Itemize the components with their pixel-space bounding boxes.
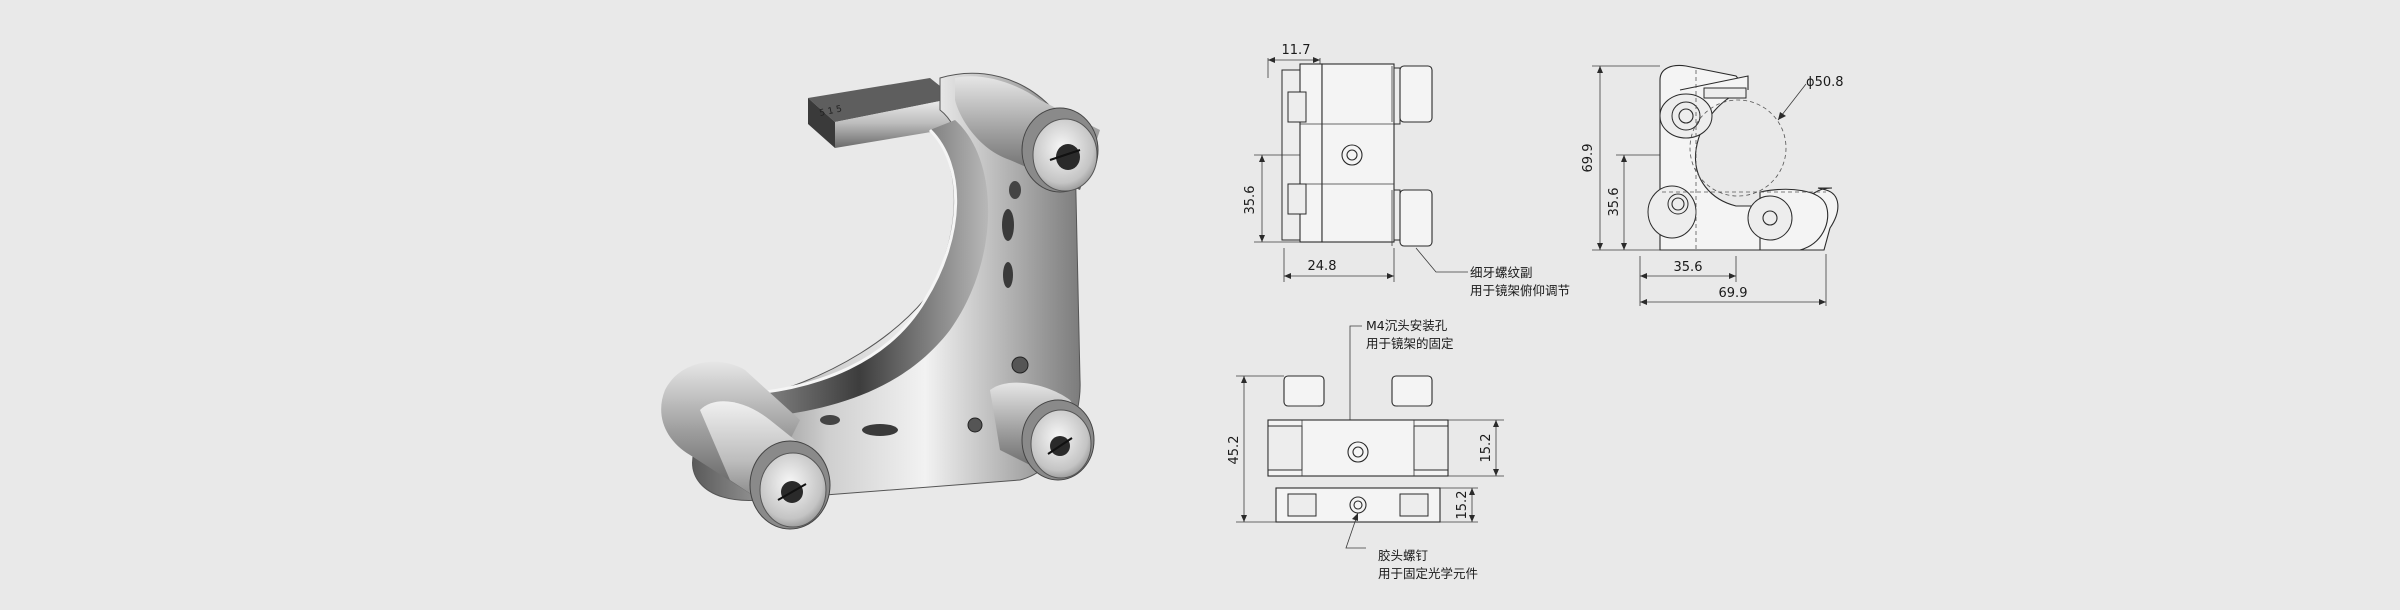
dim-front-diameter: ϕ50.8 (1806, 75, 1844, 90)
frame-hole (862, 424, 898, 436)
note-m4-hole-title: M4沉头安装孔 (1366, 318, 1448, 333)
dim-front-width: 69.9 (1719, 286, 1748, 301)
frame-hole (1002, 209, 1014, 241)
dim-side-left: 35.6 (1243, 186, 1258, 215)
dim-bottom-lower-right: 15.2 (1455, 491, 1470, 520)
top-adjuster-knob (955, 76, 1100, 193)
dim-front-inner-width: 35.6 (1674, 260, 1703, 275)
engraving-text: 5 1 5 (819, 104, 843, 119)
side-view-drawing: 11.7 35.6 24.8 细牙螺纹副 (1243, 43, 1570, 298)
front-view-drawing: ϕ50.8 69.9 35.6 35.6 69.9 (1581, 64, 1844, 306)
note-fine-thread-desc: 用于镜架俯仰调节 (1470, 283, 1570, 298)
dim-bottom-height: 45.2 (1227, 436, 1242, 465)
set-screw (1011, 356, 1029, 374)
frame-hole (1003, 262, 1013, 288)
frame-hole (820, 415, 840, 425)
note-m4-hole-desc: 用于镜架的固定 (1366, 336, 1454, 351)
dim-side-bottom: 24.8 (1308, 259, 1337, 274)
c-frame (692, 72, 1081, 501)
left-adjuster-knob (661, 361, 831, 530)
note-rubber-screw-title: 胶头螺钉 (1378, 548, 1429, 563)
dim-front-inner-height: 35.6 (1607, 188, 1622, 217)
frame-hole (1009, 181, 1021, 199)
bottom-view-drawing: M4沉头安装孔 用于镜架的固定 45.2 (1227, 318, 1504, 581)
note-rubber-screw-desc: 用于固定光学元件 (1378, 566, 1478, 581)
right-adjuster-knob (990, 382, 1095, 481)
dim-front-height: 69.9 (1581, 144, 1596, 173)
product-render: 5 1 5 (661, 72, 1100, 530)
note-fine-thread-title: 细牙螺纹副 (1470, 265, 1533, 280)
dim-side-top: 11.7 (1282, 43, 1311, 58)
dim-bottom-upper-right: 15.2 (1479, 434, 1494, 463)
mounting-tab: 5 1 5 (808, 78, 955, 148)
set-screw (967, 417, 983, 433)
